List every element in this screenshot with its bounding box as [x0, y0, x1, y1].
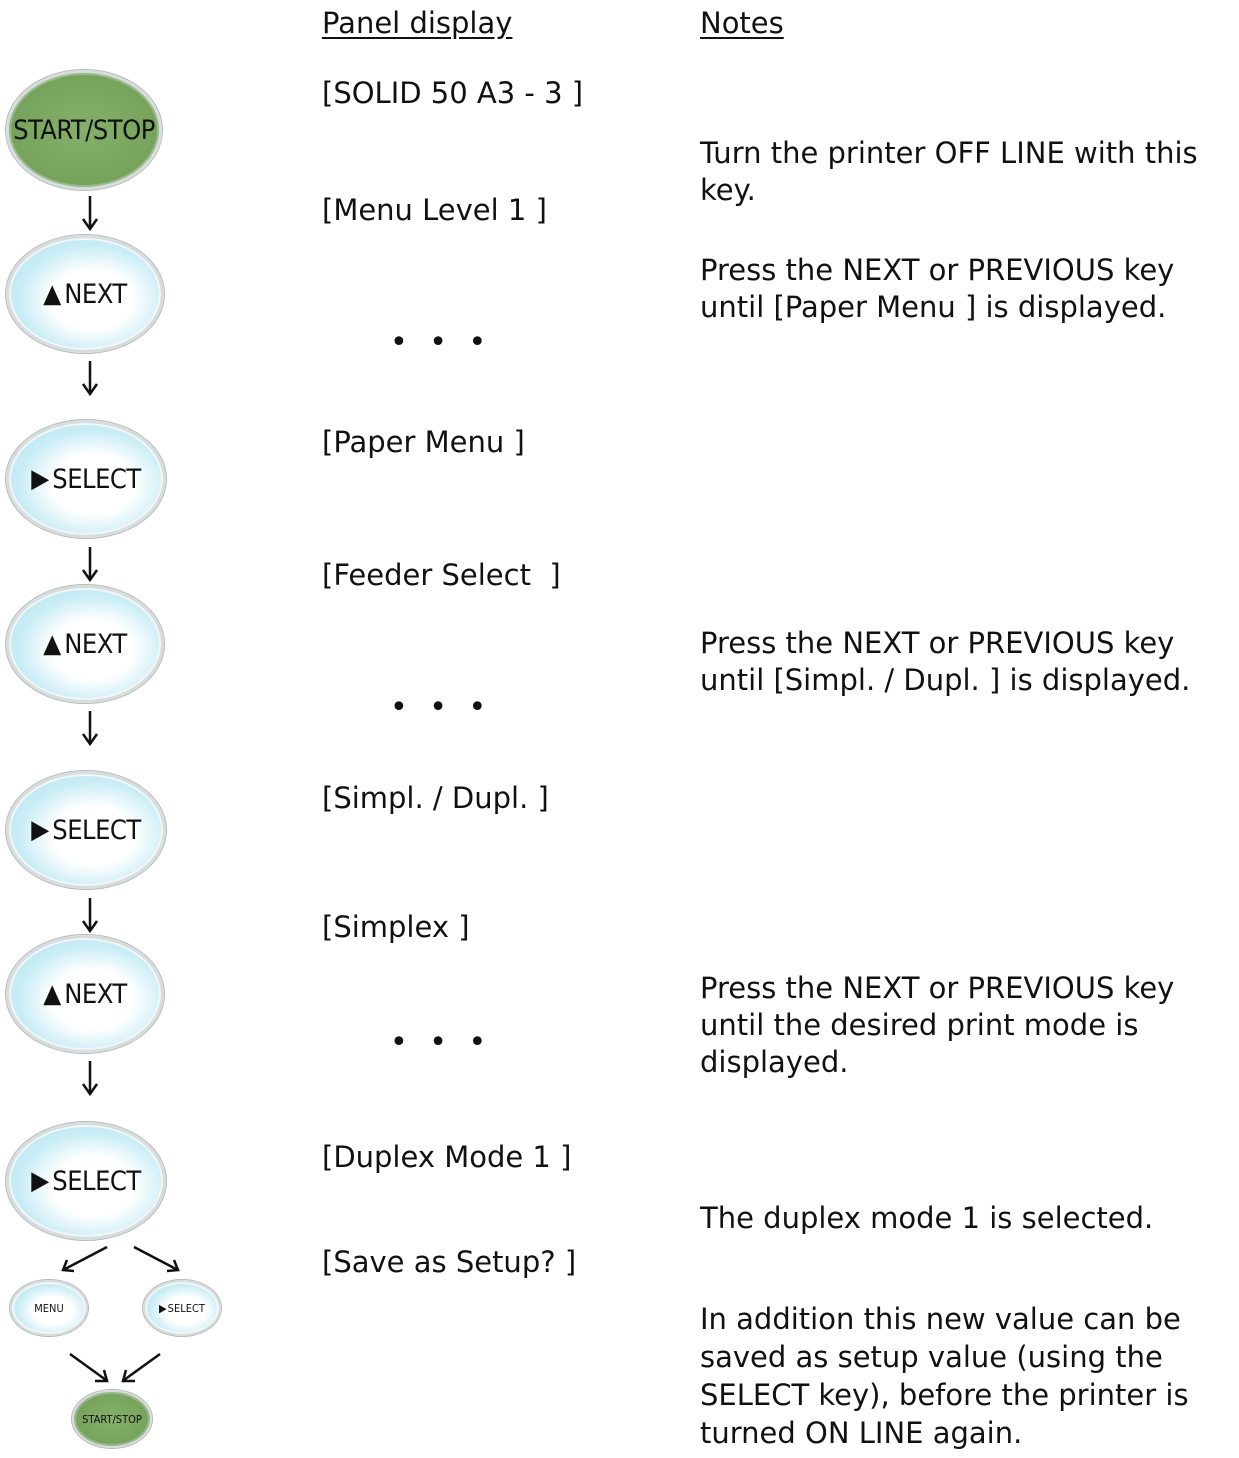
panel-display-text: [Simplex ]: [322, 910, 470, 944]
select-key-label: SELECT: [167, 1301, 205, 1315]
panel-display-header: Panel display: [322, 6, 513, 40]
right-triangle-icon: ▶: [31, 1166, 50, 1196]
down-arrow-icon: [81, 898, 99, 934]
ellipsis: • • •: [390, 690, 493, 725]
next-key[interactable]: ▲NEXT: [6, 235, 164, 353]
down-right-arrow-icon: [69, 1352, 109, 1383]
panel-display-text: [Menu Level 1 ]: [322, 193, 547, 227]
note-text: Press the NEXT or PREVIOUS key until the…: [700, 971, 1175, 1079]
start-stop-key-label: START/STOP: [13, 114, 155, 146]
right-triangle-icon: ▶: [159, 1301, 167, 1315]
down-left-arrow-icon: [61, 1245, 108, 1273]
start-stop-key[interactable]: START/STOP: [6, 70, 162, 190]
note-text: In addition this new value can be saved …: [700, 1302, 1189, 1450]
next-key[interactable]: ▲NEXT: [6, 585, 164, 703]
panel-display-text: [Paper Menu ]: [322, 425, 525, 459]
panel-display-text: [Feeder Select ]: [322, 558, 561, 592]
select-key-small[interactable]: ▶SELECT: [143, 1280, 221, 1336]
up-triangle-icon: ▲: [43, 279, 62, 309]
panel-display-text: [SOLID 50 A3 - 3 ]: [322, 76, 584, 110]
start-stop-key-small[interactable]: START/STOP: [72, 1390, 152, 1448]
note-text: The duplex mode 1 is selected.: [700, 1201, 1154, 1235]
down-arrow-icon: [81, 361, 99, 397]
select-key-label: SELECT: [52, 814, 141, 846]
ellipsis: • • •: [390, 1025, 493, 1060]
select-key-label: SELECT: [52, 1165, 141, 1197]
note-text: Press the NEXT or PREVIOUS key until [Si…: [700, 626, 1191, 697]
note-text: Turn the printer OFF LINE with this key.: [700, 136, 1198, 207]
note-text: Press the NEXT or PREVIOUS key until [Pa…: [700, 253, 1175, 324]
select-key-label: SELECT: [52, 463, 141, 495]
panel-display-text: [Save as Setup? ]: [322, 1245, 577, 1279]
select-key[interactable]: ▶SELECT: [6, 420, 166, 538]
down-arrow-icon: [81, 1061, 99, 1097]
panel-display-text: [Simpl. / Dupl. ]: [322, 781, 549, 815]
next-key[interactable]: ▲NEXT: [6, 935, 164, 1053]
menu-key-label: MENU: [34, 1301, 64, 1315]
down-left-arrow-icon: [121, 1352, 161, 1383]
right-triangle-icon: ▶: [31, 815, 50, 845]
next-key-label: NEXT: [64, 978, 127, 1010]
start-stop-key-label: START/STOP: [82, 1412, 142, 1426]
next-key-label: NEXT: [64, 628, 127, 660]
up-triangle-icon: ▲: [43, 979, 62, 1009]
panel-display-text: [Duplex Mode 1 ]: [322, 1140, 572, 1174]
select-key[interactable]: ▶SELECT: [6, 1122, 166, 1240]
next-key-label: NEXT: [64, 278, 127, 310]
down-arrow-icon: [81, 711, 99, 747]
down-arrow-icon: [81, 196, 99, 232]
menu-key[interactable]: MENU: [10, 1280, 88, 1336]
down-arrow-icon: [81, 547, 99, 583]
notes-header: Notes: [700, 6, 784, 40]
down-right-arrow-icon: [133, 1245, 180, 1273]
up-triangle-icon: ▲: [43, 629, 62, 659]
ellipsis: • • •: [390, 325, 493, 360]
right-triangle-icon: ▶: [31, 464, 50, 494]
select-key[interactable]: ▶SELECT: [6, 771, 166, 889]
